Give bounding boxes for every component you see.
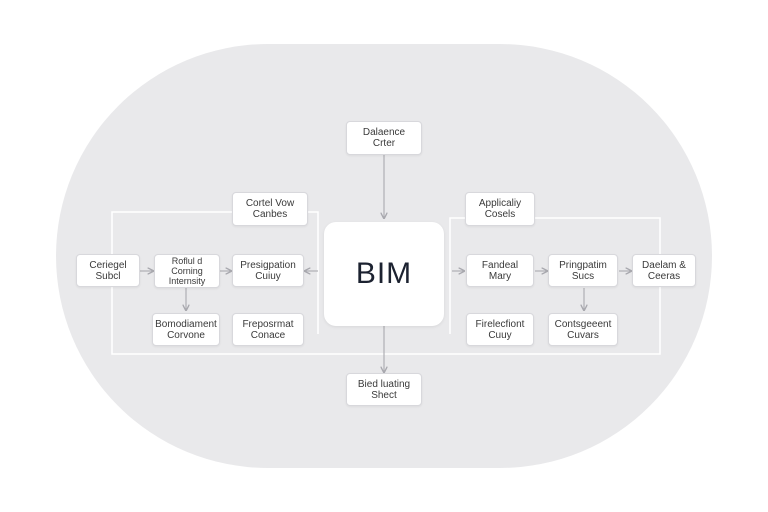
node-right-inner: Fandeal Mary <box>466 254 534 287</box>
node-left-outer: Ceriegel Subcl <box>76 254 140 287</box>
node-left-group-header: Cortel Vow Canbes <box>232 192 308 226</box>
node-right-group-header: Applicaliy Cosels <box>465 192 535 226</box>
node-top: Dalaence Crter <box>346 121 422 155</box>
right-frame-line <box>384 217 661 355</box>
node-bottom: Bied luating Shect <box>346 373 422 406</box>
node-left-inner-bottom: Freposrmat Conace <box>232 313 304 346</box>
left-frame-line <box>111 211 384 355</box>
node-right-mid: Pringpatim Sucs <box>548 254 618 287</box>
node-right-inner-bottom: Firelecfiont Cuuy <box>466 313 534 346</box>
node-right-mid-bottom: Contsgeeent Cuvars <box>548 313 618 346</box>
node-left-mid-bottom: Bomodiament Corvone <box>152 313 220 346</box>
center-node: BIM <box>324 222 444 326</box>
node-left-inner: Presigpation Cuiuy <box>232 254 304 287</box>
node-left-mid: Roflul d Corning Internsity <box>154 254 220 288</box>
node-right-outer: Daelam & Ceeras <box>632 254 696 287</box>
